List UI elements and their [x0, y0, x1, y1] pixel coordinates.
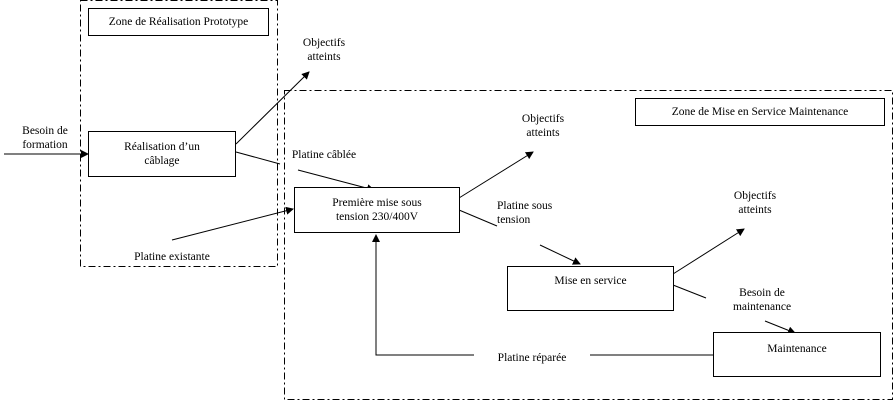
arrow-besoin-maintenance — [764, 320, 796, 335]
label-objectifs-atteints-1: Objectifs atteints — [302, 37, 346, 63]
label-platine-existante: Platine existante — [134, 251, 210, 263]
arrow-objectifs-2 — [458, 151, 534, 199]
zone-prototype-title: Zone de Réalisation Prototype — [88, 8, 269, 36]
box-mise-en-service-label: Mise en service — [554, 275, 627, 287]
box-maintenance-label: Maintenance — [767, 343, 827, 355]
arrow-objectifs-1 — [235, 71, 310, 145]
box-mise-en-service: Mise en service — [507, 266, 674, 311]
arrow-objectifs-3 — [672, 228, 745, 275]
zone-maintenance-border — [284, 90, 893, 400]
box-maintenance: Maintenance — [713, 332, 881, 377]
zone-prototype-border — [80, 0, 278, 267]
arrow-platine-existante — [171, 206, 294, 241]
zone-maintenance-title: Zone de Mise en Service Maintenance — [635, 98, 885, 126]
label-besoin-maintenance: Besoin de maintenance — [732, 287, 792, 313]
label-objectifs-atteints-3: Objectifs atteints — [733, 190, 777, 216]
box-realisation-cablage: Réalisation d’un câblage — [88, 131, 236, 177]
label-platine-reparee: Platine réparée — [497, 352, 567, 364]
line-premiere-to-platine-sous-tension — [458, 209, 498, 227]
box-premiere-mise-label: Première mise sous tension 230/400V — [332, 197, 422, 223]
label-platine-sous-tension: Platine sous tension — [497, 200, 553, 226]
label-platine-cablee: Platine câblée — [291, 149, 357, 161]
arrow-platine-reparee — [372, 234, 474, 356]
label-objectifs-atteints-2: Objectifs atteints — [521, 113, 565, 139]
label-besoin-formation: Besoin de formation — [22, 125, 68, 151]
box-realisation-cablage-label: Réalisation d’un câblage — [124, 141, 200, 167]
line-service-to-besoin-maintenance — [672, 284, 707, 299]
box-premiere-mise-sous-tension: Première mise sous tension 230/400V — [294, 187, 460, 233]
arrow-platine-cablee — [297, 169, 375, 193]
line-cablage-to-platine-cablee — [235, 151, 281, 165]
arrow-platine-sous-tension — [539, 244, 581, 265]
